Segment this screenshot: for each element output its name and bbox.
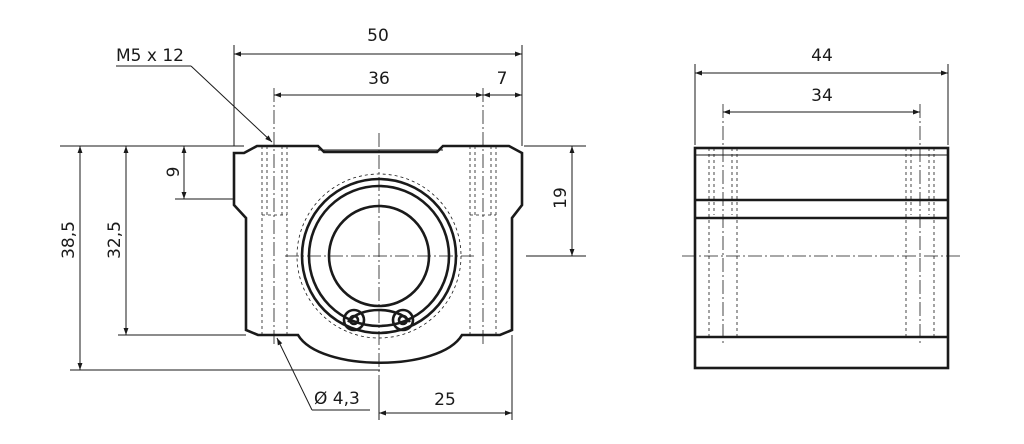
dim-counterbore-depth: 9 <box>164 167 184 178</box>
dim-side-length: 44 <box>811 46 833 66</box>
dim-hole-spacing: 36 <box>368 69 390 89</box>
side-dimension-labels: 44 34 <box>811 46 833 106</box>
extension-lines <box>60 45 586 420</box>
housing-outline <box>232 144 524 364</box>
side-dimension-lines <box>694 64 949 145</box>
side-body <box>693 146 950 370</box>
dim-hole-edge-offset: 7 <box>497 69 508 89</box>
side-view <box>682 104 960 370</box>
dim-mount-height: 32,5 <box>105 221 125 259</box>
side-hidden-holes <box>708 148 935 337</box>
dim-side-hole-spacing: 34 <box>811 86 833 106</box>
screw-left <box>342 308 366 332</box>
dim-half-width: 25 <box>434 390 456 410</box>
dim-total-width: 50 <box>367 26 389 46</box>
dim-thread-spec: M5 x 12 <box>116 46 184 66</box>
dimension-labels: 50 36 7 M5 x 12 9 38,5 32,5 19 Ø 4,3 25 <box>59 26 571 410</box>
hidden-mounting-holes <box>261 146 497 335</box>
dim-hole-diameter: Ø 4,3 <box>314 389 360 409</box>
screw-right <box>391 308 415 332</box>
screw-right-inner <box>397 314 409 326</box>
dim-total-height: 38,5 <box>59 221 79 259</box>
front-view <box>232 88 524 380</box>
screw-left-inner <box>348 314 360 326</box>
dimension-lines <box>77 51 575 416</box>
dim-center-height: 19 <box>551 187 571 209</box>
